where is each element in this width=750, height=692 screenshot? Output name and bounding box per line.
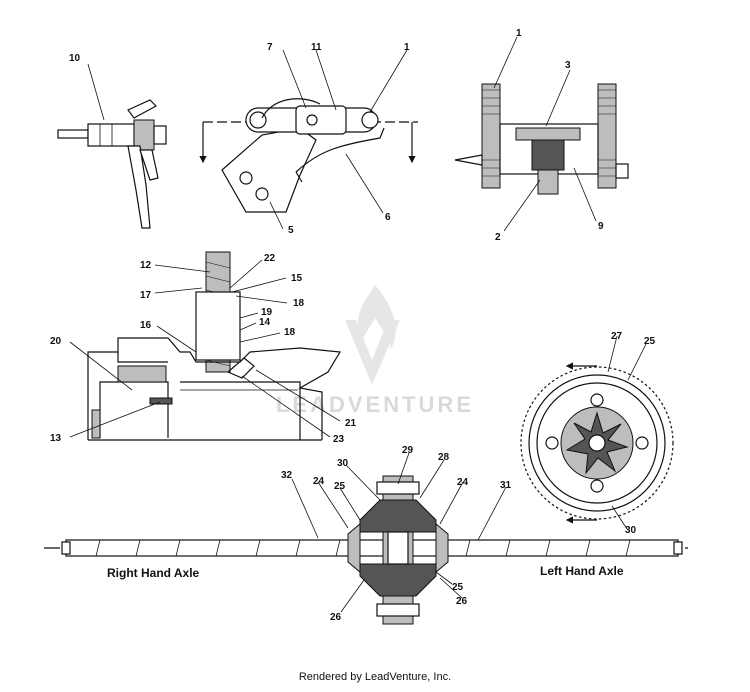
watermark: LEADVENTURE <box>276 285 474 417</box>
callouts: 10 7 11 1 5 6 1 3 2 9 12 22 15 17 18 19 … <box>50 28 656 623</box>
callout-5: 5 <box>288 225 294 236</box>
callout-30b: 30 <box>337 458 349 469</box>
differential-gear <box>520 362 674 524</box>
callout-31: 31 <box>500 480 512 491</box>
left-hand-axle-label: Left Hand Axle <box>540 564 624 578</box>
callout-1b: 1 <box>516 28 522 39</box>
shift-plate-assembly <box>199 98 418 213</box>
callout-27: 27 <box>611 331 623 342</box>
callout-28: 28 <box>438 452 450 463</box>
callout-26a: 26 <box>330 612 342 623</box>
callout-25a: 25 <box>644 336 656 347</box>
callout-9: 9 <box>598 221 604 232</box>
callout-22: 22 <box>264 253 276 264</box>
callout-25c: 25 <box>452 582 464 593</box>
callout-7: 7 <box>267 42 273 53</box>
callout-30a: 30 <box>625 525 637 536</box>
right-hand-axle-label: Right Hand Axle <box>107 566 200 580</box>
callout-10: 10 <box>69 53 81 64</box>
callout-29: 29 <box>402 445 414 456</box>
watermark-text: LEADVENTURE <box>276 392 474 417</box>
callout-24a: 24 <box>313 476 325 487</box>
callout-23: 23 <box>333 434 345 445</box>
callout-11: 11 <box>311 42 322 53</box>
callout-14: 14 <box>259 317 271 328</box>
axle-assembly <box>44 475 690 625</box>
housing-cutaway <box>87 251 342 441</box>
leader-lines <box>69 36 647 613</box>
callout-19: 19 <box>261 307 273 318</box>
callout-16: 16 <box>140 320 152 331</box>
callout-20: 20 <box>50 336 62 347</box>
callout-13: 13 <box>50 433 62 444</box>
callout-1a: 1 <box>404 42 410 53</box>
callout-21: 21 <box>345 418 357 429</box>
gear-housing-assembly <box>454 83 629 195</box>
callout-12: 12 <box>140 260 152 271</box>
callout-24b: 24 <box>457 477 469 488</box>
callout-15: 15 <box>291 273 303 284</box>
footer-credit: Rendered by LeadVenture, Inc. <box>299 671 451 683</box>
callout-32: 32 <box>281 470 293 481</box>
callout-25b: 25 <box>334 481 346 492</box>
callout-26b: 26 <box>456 596 468 607</box>
callout-17: 17 <box>140 290 152 301</box>
callout-6: 6 <box>385 212 391 223</box>
callout-18a: 18 <box>293 298 305 309</box>
callout-2: 2 <box>495 232 501 243</box>
linkage-assembly <box>57 99 167 229</box>
callout-18b: 18 <box>284 327 296 338</box>
callout-3: 3 <box>565 60 571 71</box>
